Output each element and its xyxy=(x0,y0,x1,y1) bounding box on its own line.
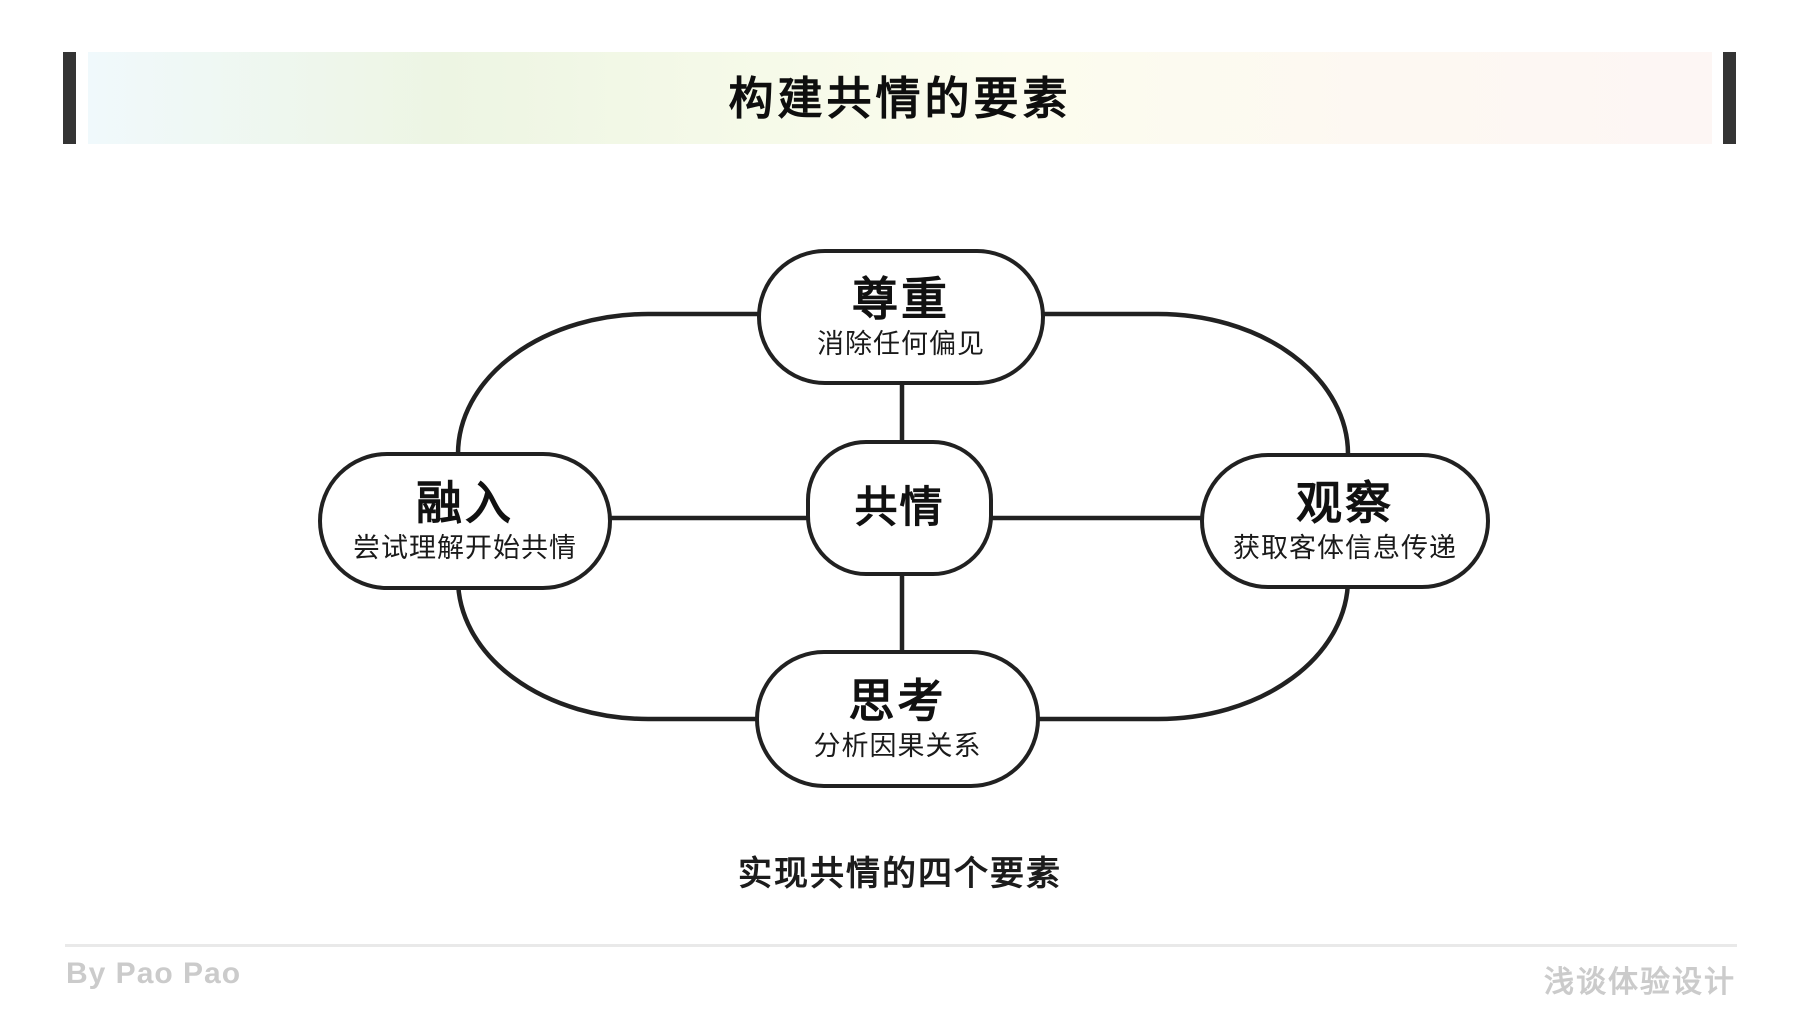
node-integrate: 融入 尝试理解开始共情 xyxy=(318,452,612,590)
node-empathy: 共情 xyxy=(806,440,993,576)
node-think-title: 思考 xyxy=(848,675,947,727)
footer-brand: 浅谈体验设计 xyxy=(1544,966,1736,999)
header-accent-bar-right xyxy=(1723,52,1736,144)
footer-author: By Pao Pao xyxy=(66,957,242,990)
node-think: 思考 分析因果关系 xyxy=(755,650,1040,788)
header-panel: 构建共情的要素 xyxy=(88,52,1712,144)
node-think-subtitle: 分析因果关系 xyxy=(813,731,982,761)
node-observe-title: 观察 xyxy=(1296,477,1394,529)
node-observe: 观察 获取客体信息传递 xyxy=(1200,453,1490,589)
node-respect: 尊重 消除任何偏见 xyxy=(757,249,1045,385)
footer-divider xyxy=(65,944,1737,947)
node-integrate-title: 融入 xyxy=(416,477,514,529)
node-respect-subtitle: 消除任何偏见 xyxy=(817,329,985,359)
node-observe-subtitle: 获取客体信息传递 xyxy=(1233,533,1457,563)
header-accent-bar-left xyxy=(63,52,76,144)
page-title: 构建共情的要素 xyxy=(728,72,1072,124)
node-empathy-title: 共情 xyxy=(854,483,945,532)
node-integrate-subtitle: 尝试理解开始共情 xyxy=(353,533,577,563)
node-respect-title: 尊重 xyxy=(852,273,950,325)
diagram-caption: 实现共情的四个要素 xyxy=(738,855,1062,893)
